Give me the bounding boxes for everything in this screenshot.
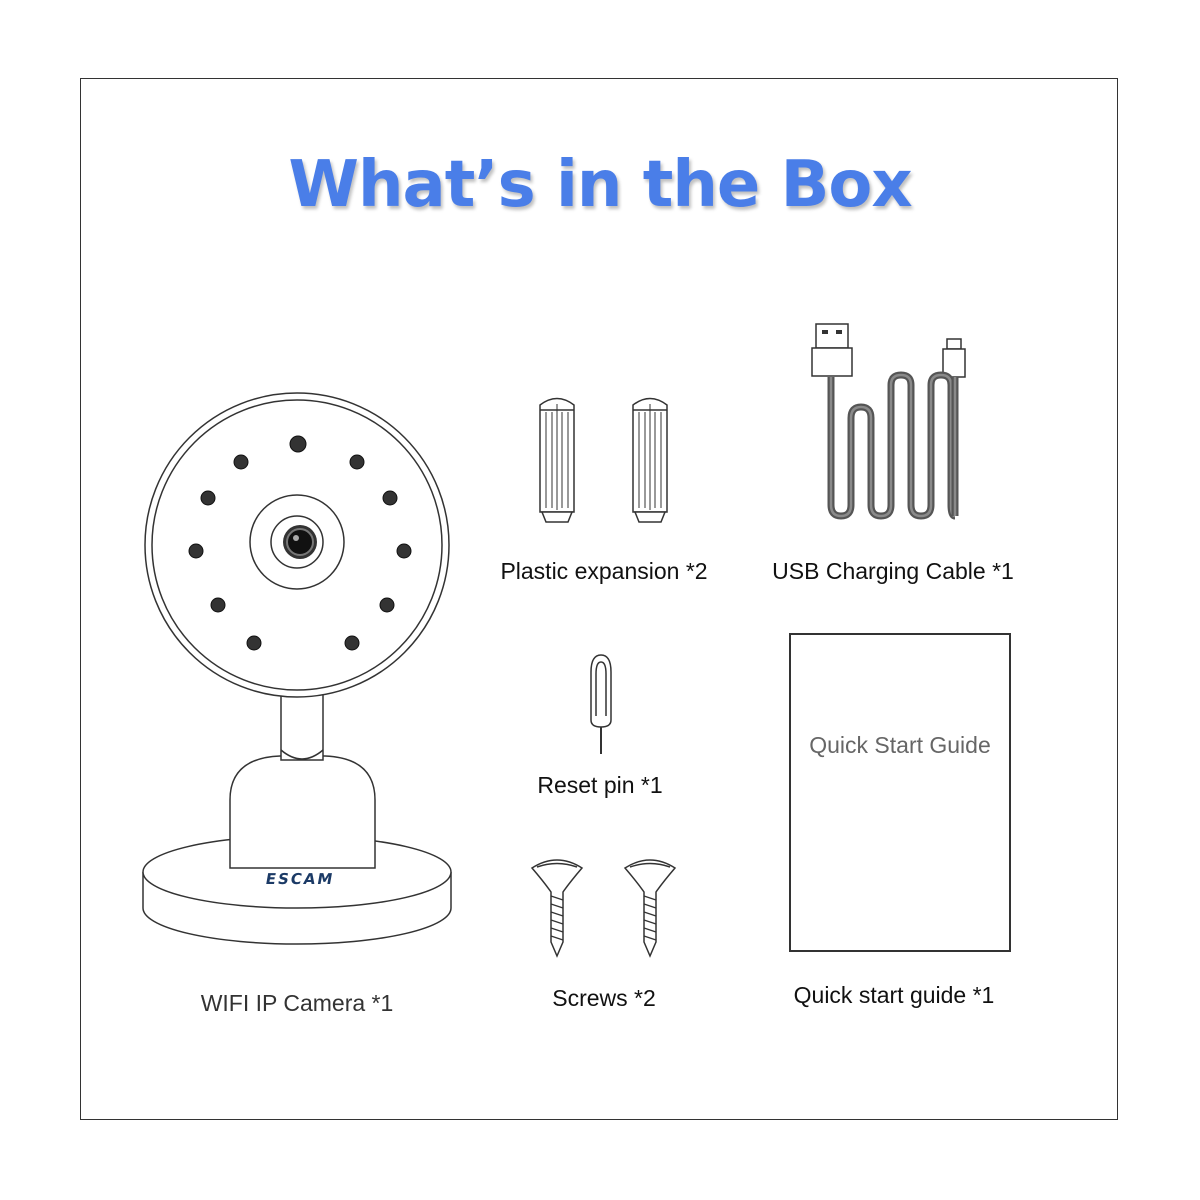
- camera-label: WIFI IP Camera *1: [200, 990, 394, 1016]
- escam-logo: ESCAM: [264, 870, 336, 888]
- reset-pin-label: Reset pin *1: [537, 772, 663, 798]
- page-title: What’s in the Box: [288, 148, 912, 222]
- guide-cover-text: Quick Start Guide: [809, 732, 991, 758]
- screws-label: Screws *2: [552, 985, 656, 1011]
- expansion-label: Plastic expansion *2: [500, 558, 708, 584]
- cable-label: USB Charging Cable *1: [772, 558, 1014, 584]
- camera-illustration: [142, 392, 452, 945]
- reset-pin-illustration: [590, 654, 612, 754]
- ir-led-ring: [188, 435, 412, 651]
- content-frame: [80, 78, 1118, 1120]
- screw-2: [623, 859, 677, 958]
- usb-cable-illustration: [811, 323, 966, 520]
- plastic-expansion-2: [632, 397, 668, 523]
- guide-label: Quick start guide *1: [793, 982, 995, 1008]
- quick-start-guide-booklet: [789, 633, 1011, 952]
- plastic-expansion-1: [539, 397, 575, 523]
- screw-1: [530, 859, 584, 958]
